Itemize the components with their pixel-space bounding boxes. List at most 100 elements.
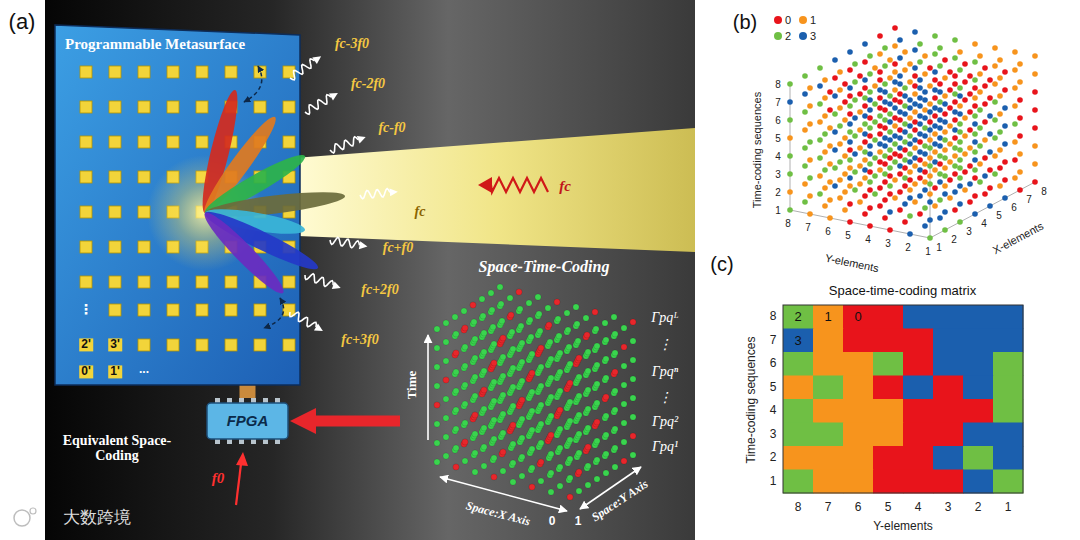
coding-dot <box>443 434 449 440</box>
coding-dot <box>585 387 591 393</box>
coding-dot <box>453 464 459 470</box>
coding-dot <box>519 435 525 441</box>
scatter-dot <box>837 159 843 165</box>
scatter-dot <box>942 209 948 215</box>
matrix-cell <box>873 352 904 376</box>
scatter-dot <box>842 135 848 141</box>
coding-dot <box>491 360 497 366</box>
scatter-dot <box>937 153 943 159</box>
matrix-cell <box>963 329 994 353</box>
scatter-dot <box>937 161 943 167</box>
scatter-dot <box>937 143 943 149</box>
coding-dot <box>471 319 477 325</box>
scatter-dot <box>922 115 928 121</box>
scatter-dot <box>847 157 853 163</box>
scatter-dot <box>862 157 868 163</box>
coding-dot <box>488 290 494 296</box>
coding-dot <box>603 337 609 343</box>
scatter-dot <box>902 111 908 117</box>
scatter-dot <box>862 121 868 127</box>
scatter-dot <box>892 25 898 31</box>
meta-atom <box>80 171 92 183</box>
scatter-dot <box>882 215 888 221</box>
scatter-dot <box>862 103 868 109</box>
scatter-dot <box>802 181 808 187</box>
coding-dot <box>538 459 544 465</box>
tick-label: 6 <box>1011 202 1017 213</box>
ribbon-cable <box>240 385 256 398</box>
scatter-dot <box>962 133 968 139</box>
scatter-dot <box>997 93 1003 99</box>
coding-dot <box>536 311 542 317</box>
scatter-dot <box>852 151 858 157</box>
scatter-dot <box>842 117 848 123</box>
coding-dot <box>535 294 541 300</box>
coding-dot <box>585 368 591 374</box>
scatter-dot <box>897 145 903 151</box>
scatter-dot <box>967 109 973 115</box>
wave-arrowhead <box>314 324 323 331</box>
matrix-cell <box>933 446 964 470</box>
coding-dot <box>603 356 609 362</box>
scatter-dot <box>842 189 848 195</box>
coding-dot <box>479 296 485 302</box>
scatter-dot <box>877 167 883 173</box>
scatter-dot <box>897 109 903 115</box>
scatter-dot <box>787 99 793 105</box>
coding-dot <box>538 345 544 351</box>
coding-dot <box>585 406 591 412</box>
scatter-dot <box>822 113 828 119</box>
scatter-dot <box>867 125 873 131</box>
scatter-dot <box>922 53 928 59</box>
incident-frequency: fc <box>559 178 571 195</box>
meta-atom <box>138 136 150 148</box>
scatter-dot <box>837 177 843 183</box>
scatter-dot <box>867 107 873 113</box>
coding-dot <box>509 329 515 335</box>
scatter-dot <box>862 113 868 119</box>
meta-atom <box>80 241 92 253</box>
coding-dot <box>434 383 440 389</box>
scatter-dot <box>892 97 898 103</box>
scatter-dot <box>937 45 943 51</box>
axis-title: X-elements <box>991 220 1046 257</box>
coding-dot <box>489 307 495 313</box>
scatter-dot <box>847 67 853 73</box>
coding-dot <box>594 476 600 482</box>
matrix-cell <box>933 470 964 494</box>
meta-atom <box>167 276 179 288</box>
scatter-dot <box>932 51 938 57</box>
scatter-dot <box>982 119 988 125</box>
scatter-dot <box>922 179 928 185</box>
scatter-dot <box>787 81 793 87</box>
scatter-dot <box>852 115 858 121</box>
coding-dot <box>461 308 467 314</box>
reflection-coefficient: Γpqᴸ <box>651 310 679 325</box>
scatter-dot <box>807 175 813 181</box>
coding-dot <box>567 399 573 405</box>
matrix-cell <box>933 352 964 376</box>
scatter-dot <box>912 155 918 161</box>
scatter-dot <box>922 125 928 131</box>
scatter-dot <box>847 165 853 171</box>
scatter-dot <box>842 153 848 159</box>
scatter-dot <box>827 89 833 95</box>
scatter-dot <box>957 139 963 145</box>
scatter-dot <box>892 61 898 67</box>
scatter-dot <box>902 103 908 109</box>
scatter-dot <box>952 127 958 133</box>
tick-label: 2 <box>770 451 777 464</box>
matrix-cell <box>933 399 964 423</box>
scatter-dot <box>972 77 978 83</box>
scatter-dot <box>972 59 978 65</box>
scatter-dot <box>982 83 988 89</box>
scatter-dot <box>867 115 873 121</box>
coding-dot <box>434 345 440 351</box>
coding-dot <box>630 338 636 344</box>
coding-dot <box>555 316 561 322</box>
scatter-dot <box>957 157 963 163</box>
scatter-dot <box>877 185 883 191</box>
meta-atom <box>196 101 208 113</box>
tick-label: 3 <box>885 238 891 249</box>
state-value: 1 <box>575 515 582 528</box>
